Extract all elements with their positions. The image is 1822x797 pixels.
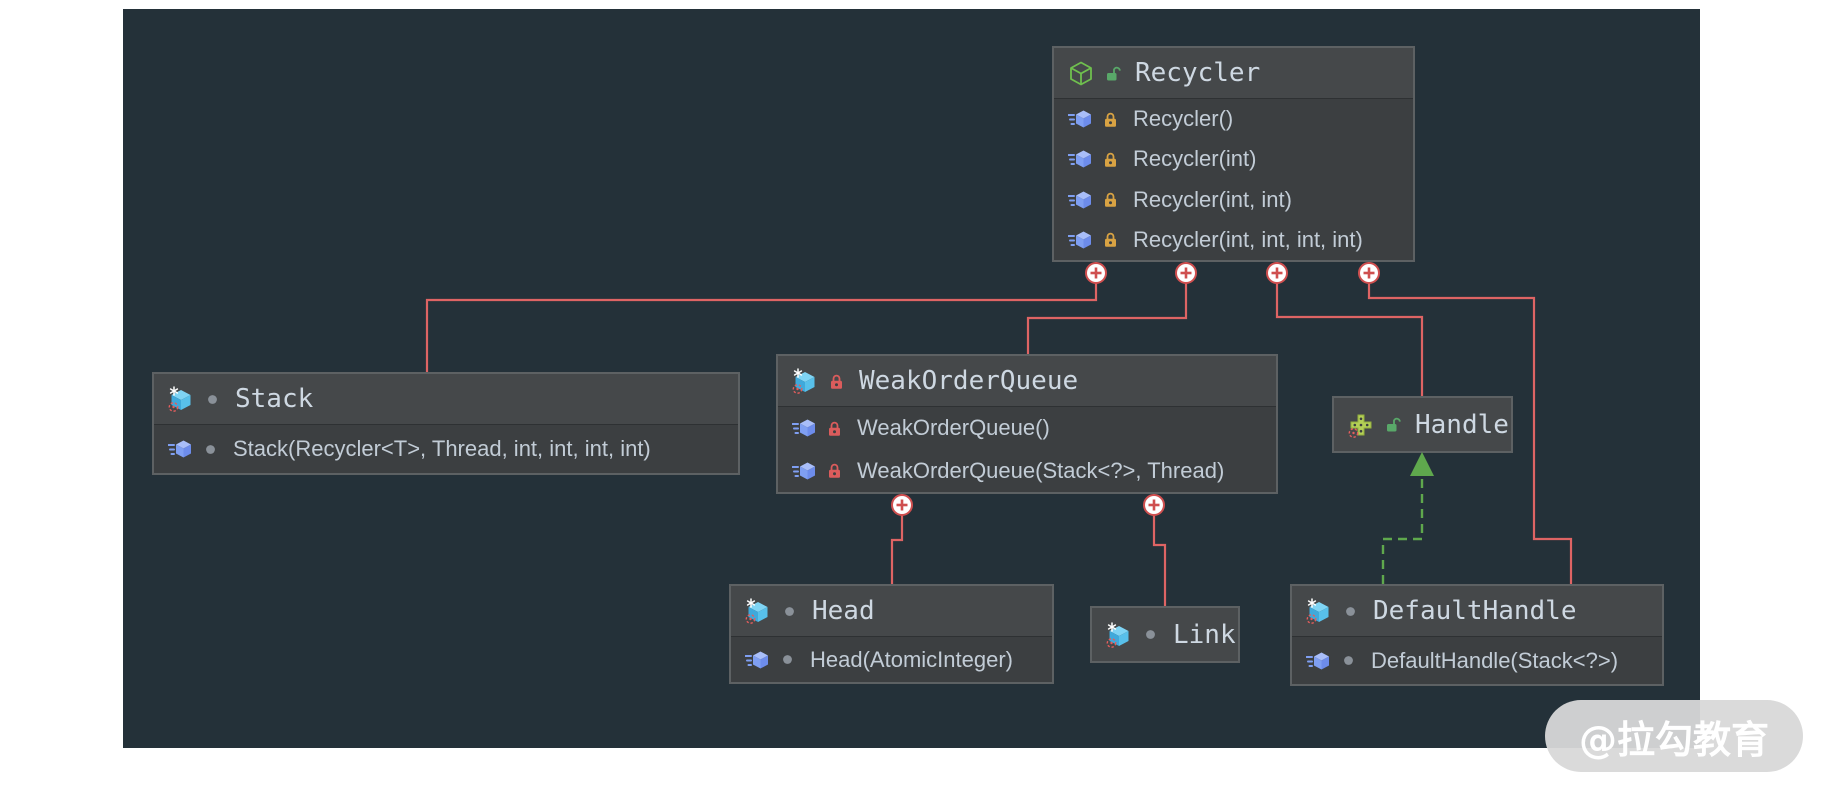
member-row[interactable]: WeakOrderQueue(Stack<?>, Thread) bbox=[778, 450, 1276, 493]
interface-green-icon bbox=[1348, 414, 1372, 438]
node-header[interactable]: Handle bbox=[1334, 398, 1511, 451]
member-row[interactable]: DefaultHandle(Stack<?>) bbox=[1292, 637, 1662, 684]
class-node-defaulthandle[interactable]: DefaultHandle DefaultHandle(Stack<?>) bbox=[1290, 584, 1664, 686]
package-private-dot-icon bbox=[1344, 656, 1353, 665]
interface-node-handle[interactable]: Handle bbox=[1332, 396, 1513, 453]
lock-closed-yellow-icon bbox=[1105, 233, 1116, 248]
final-snowflake-overlay bbox=[746, 598, 756, 608]
node-title: Head bbox=[812, 596, 875, 626]
class-cube-blue-final-icon bbox=[1306, 598, 1329, 624]
package-private-dot-icon bbox=[208, 394, 217, 404]
lock-open-green-icon bbox=[1107, 66, 1121, 80]
node-title: Handle bbox=[1415, 409, 1509, 440]
node-title: Link bbox=[1173, 619, 1236, 650]
runtime-dashed-circle-overlay bbox=[1348, 427, 1359, 438]
package-private-dot-icon bbox=[206, 444, 215, 454]
lock-closed-red-icon bbox=[831, 374, 842, 389]
runtime-dashed-circle-overlay bbox=[1306, 614, 1317, 624]
final-snowflake-overlay bbox=[169, 386, 179, 396]
lock-open-green-icon bbox=[1387, 417, 1401, 432]
class-node-weakorderqueue[interactable]: WeakOrderQueue WeakOrderQueue() bbox=[776, 354, 1278, 494]
method-icon bbox=[792, 419, 815, 437]
member-row[interactable]: Recycler(int) bbox=[1054, 139, 1413, 179]
member-row[interactable]: Recycler(int, int, int, int) bbox=[1054, 220, 1413, 260]
method-icon bbox=[745, 651, 768, 668]
member-row[interactable]: WeakOrderQueue() bbox=[778, 407, 1276, 450]
lock-closed-yellow-icon bbox=[1105, 112, 1116, 127]
class-cube-blue-final-icon bbox=[792, 368, 815, 394]
member-row[interactable]: Recycler(int, int) bbox=[1054, 180, 1413, 220]
watermark-text: @拉勾教育 bbox=[1578, 717, 1769, 762]
node-header[interactable]: Head bbox=[731, 586, 1052, 637]
class-node-head[interactable]: Head Head(AtomicInteger) bbox=[729, 584, 1054, 684]
runtime-dashed-circle-overlay bbox=[745, 614, 756, 624]
member-label: Stack(Recycler<T>, Thread, int, int, int… bbox=[233, 436, 651, 461]
final-snowflake-overlay bbox=[1307, 598, 1317, 608]
runtime-dashed-circle-overlay bbox=[1106, 637, 1117, 648]
node-title: WeakOrderQueue bbox=[859, 366, 1079, 396]
class-node-link[interactable]: Link bbox=[1090, 606, 1240, 663]
method-icon bbox=[1068, 231, 1091, 249]
package-private-dot-icon bbox=[1346, 606, 1355, 616]
member-row[interactable]: Recycler() bbox=[1054, 99, 1413, 139]
class-cube-blue-final-icon bbox=[168, 386, 191, 412]
node-title: DefaultHandle bbox=[1373, 596, 1577, 626]
node-header[interactable]: Link bbox=[1092, 608, 1238, 661]
node-header[interactable]: DefaultHandle bbox=[1292, 586, 1662, 637]
member-row[interactable]: Stack(Recycler<T>, Thread, int, int, int… bbox=[154, 425, 738, 473]
runtime-dashed-circle-overlay bbox=[168, 402, 179, 412]
member-label: Recycler(int) bbox=[1133, 146, 1257, 172]
member-label: WeakOrderQueue() bbox=[857, 415, 1050, 441]
method-icon bbox=[168, 440, 191, 458]
method-icon bbox=[1068, 150, 1091, 168]
member-label: WeakOrderQueue(Stack<?>, Thread) bbox=[857, 457, 1225, 483]
final-snowflake-overlay bbox=[1107, 621, 1117, 632]
runtime-dashed-circle-overlay bbox=[792, 384, 803, 394]
watermark-badge: @拉勾教育 bbox=[1545, 700, 1803, 772]
class-cube-blue-final-icon bbox=[745, 598, 768, 624]
method-icon bbox=[1068, 110, 1091, 128]
lock-closed-red-icon bbox=[829, 464, 840, 479]
node-title: Recycler bbox=[1135, 58, 1261, 88]
member-label: Recycler(int, int) bbox=[1133, 186, 1292, 212]
lock-closed-yellow-icon bbox=[1105, 152, 1116, 167]
member-label: Recycler(int, int, int, int) bbox=[1133, 226, 1363, 252]
method-icon bbox=[1068, 191, 1091, 209]
member-label: Head(AtomicInteger) bbox=[810, 646, 1013, 672]
node-header[interactable]: WeakOrderQueue bbox=[778, 356, 1276, 407]
class-node-recycler[interactable]: Recycler Recycler() bbox=[1052, 46, 1415, 262]
node-header[interactable]: Recycler bbox=[1054, 48, 1413, 99]
member-label: Recycler() bbox=[1133, 106, 1234, 132]
node-title: Stack bbox=[235, 384, 314, 414]
class-cube-blue-final-icon bbox=[1106, 621, 1129, 648]
lock-closed-yellow-icon bbox=[1105, 192, 1116, 207]
class-cube-green-icon bbox=[1070, 61, 1092, 86]
package-private-dot-icon bbox=[785, 606, 794, 616]
member-label: DefaultHandle(Stack<?>) bbox=[1371, 647, 1619, 673]
package-private-dot-icon bbox=[783, 655, 792, 664]
method-icon bbox=[1306, 652, 1329, 669]
member-row[interactable]: Head(AtomicInteger) bbox=[731, 637, 1052, 682]
package-private-dot-icon bbox=[1146, 630, 1155, 639]
lock-closed-red-icon bbox=[829, 421, 840, 436]
node-header[interactable]: Stack bbox=[154, 374, 738, 425]
method-icon bbox=[792, 462, 815, 480]
class-node-stack[interactable]: Stack Stack(Recycler<T>, Thread, int, in… bbox=[152, 372, 740, 475]
